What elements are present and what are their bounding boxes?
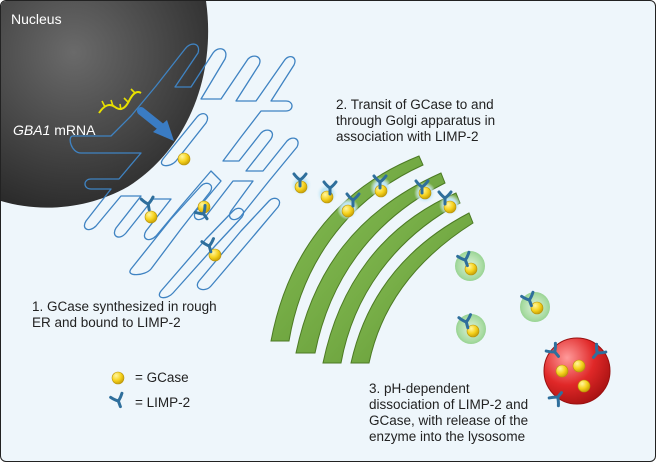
transport-vesicles: [455, 250, 550, 344]
mrna-bases: [101, 88, 136, 111]
mrna-suffix: mRNA: [50, 122, 96, 138]
nucleus-label: Nucleus: [11, 11, 62, 27]
mrna-label: GBA1 mRNA: [13, 122, 95, 138]
step-3-line: GCase, with release of the: [369, 413, 529, 428]
legend-gcase-label: = GCase: [135, 370, 189, 385]
step-3-caption: 3. pH-dependent dissociation of LIMP-2 a…: [369, 381, 528, 445]
golgi-complexes: [290, 172, 461, 220]
step-2-line: association with LIMP-2: [336, 129, 479, 144]
nucleus-shape: [1, 1, 209, 208]
limp2-receptor-icon: [109, 391, 128, 411]
arrow-icon: [137, 107, 174, 141]
lysosome: [543, 337, 611, 408]
step-3-line: dissociation of LIMP-2 and: [369, 397, 529, 412]
legend-limp2-label: = LIMP-2: [135, 395, 191, 410]
step-1-line: ER and bound to LIMP-2: [32, 315, 181, 330]
step-2-line: through Golgi apparatus in: [336, 113, 496, 128]
step-3-line: enzyme into the lysosome: [369, 429, 526, 444]
step-1-line: 1. GCase synthesized in rough: [32, 299, 217, 314]
rough-er: [69, 43, 299, 299]
step-2-caption: 2. Transit of GCase to and through Golgi…: [336, 97, 495, 145]
step-1-caption: 1. GCase synthesized in rough ER and bou…: [32, 299, 217, 331]
er-gcase-free: [177, 152, 191, 166]
gcase-dot-icon: [111, 371, 125, 385]
step-3-line: 3. pH-dependent: [369, 381, 470, 396]
step-2-line: 2. Transit of GCase to and: [336, 97, 494, 112]
gene-name: GBA1: [13, 122, 51, 138]
